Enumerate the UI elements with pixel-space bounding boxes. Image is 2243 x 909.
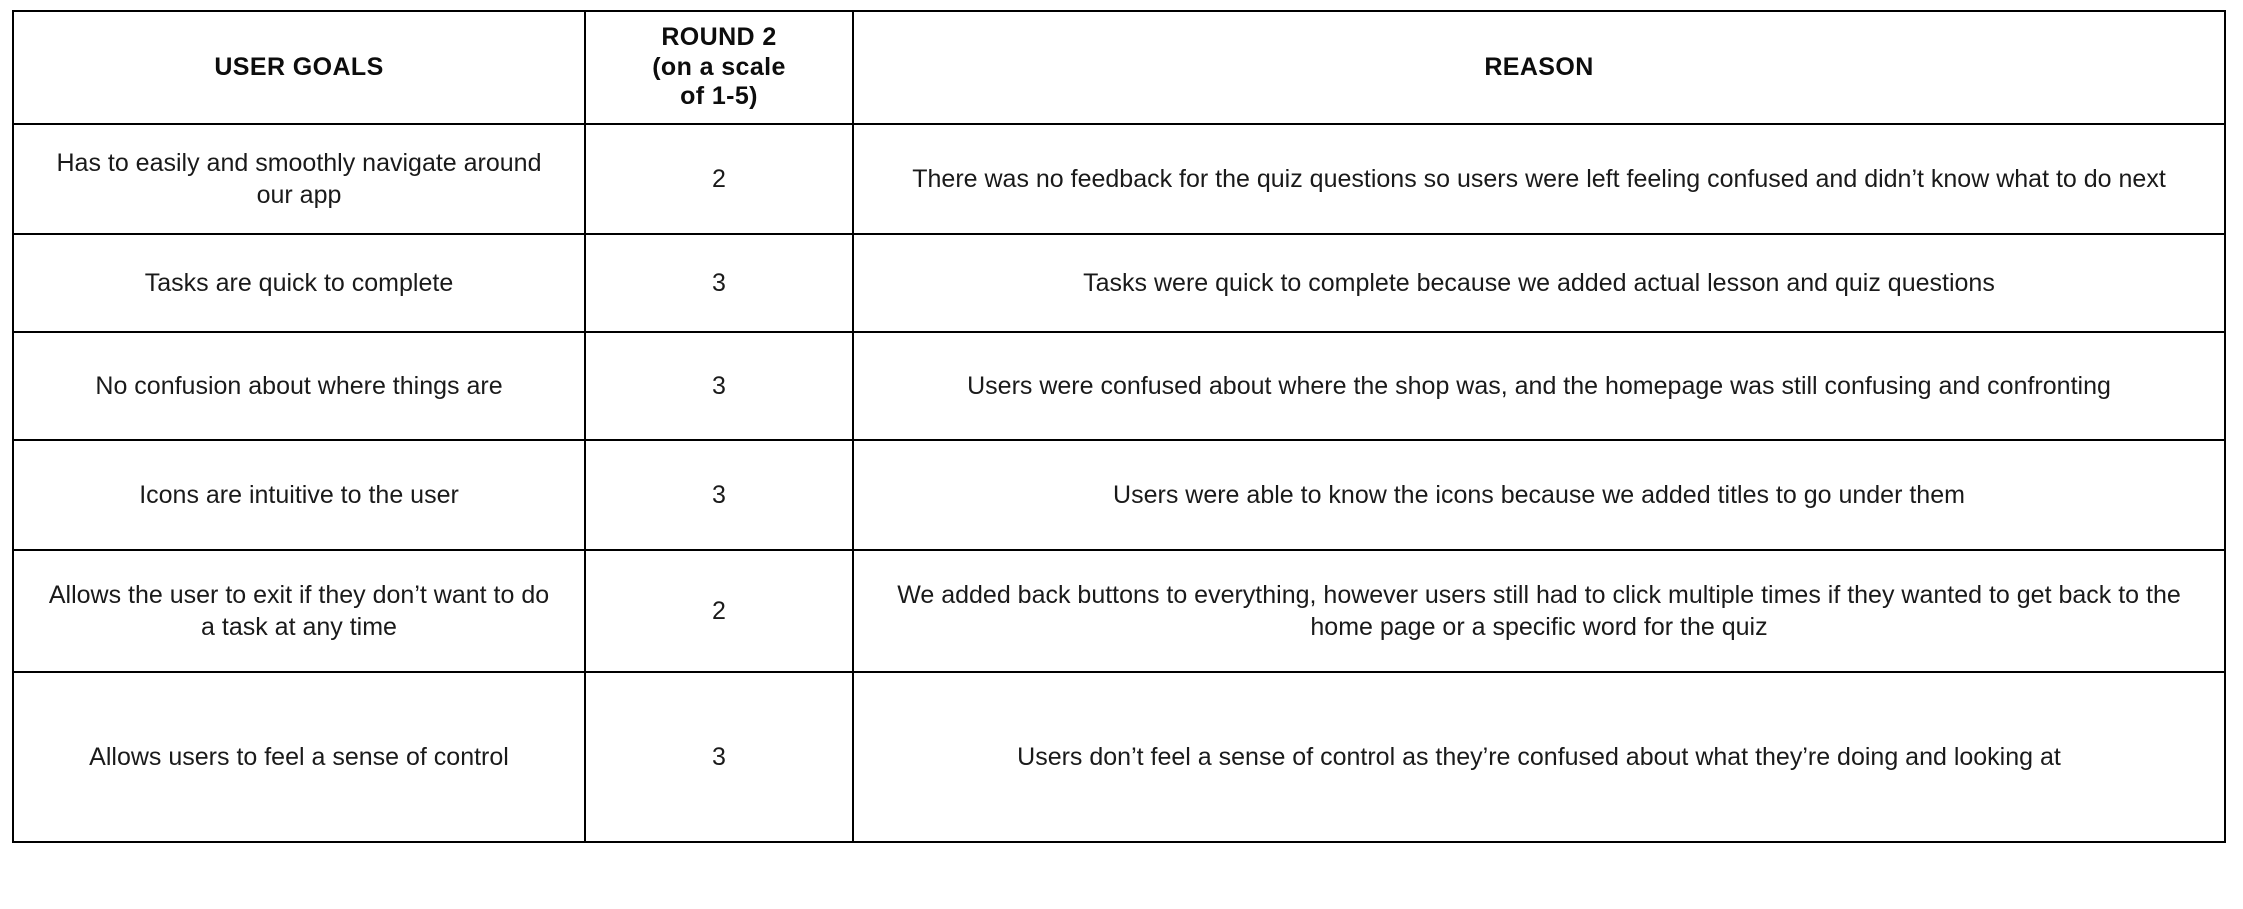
header-row: USER GOALS ROUND 2 (on a scale of 1-5) R… [12, 10, 2226, 125]
cell-reason: We added back buttons to everything, how… [852, 549, 2226, 673]
table-body: Has to easily and smoothly navigate arou… [12, 123, 2226, 843]
column-header-round-2-label: ROUND 2 [661, 23, 777, 52]
user-goals-evaluation-table: USER GOALS ROUND 2 (on a scale of 1-5) R… [12, 10, 2226, 843]
cell-reason: There was no feedback for the quiz quest… [852, 123, 2226, 235]
table-row: No confusion about where things are 3 Us… [12, 331, 2226, 441]
cell-user-goal: Tasks are quick to complete [12, 233, 586, 333]
table-row: Tasks are quick to complete 3 Tasks were… [12, 233, 2226, 333]
column-header-round-2: ROUND 2 (on a scale of 1-5) [584, 10, 854, 125]
table-row: Allows the user to exit if they don’t wa… [12, 549, 2226, 673]
cell-round-2-score: 2 [584, 549, 854, 673]
column-header-user-goals-label: USER GOALS [214, 52, 384, 81]
column-header-reason: REASON [852, 10, 2226, 125]
cell-round-2-score: 3 [584, 331, 854, 441]
cell-user-goal: Allows users to feel a sense of control [12, 671, 586, 843]
cell-reason: Users were confused about where the shop… [852, 331, 2226, 441]
cell-user-goal: Icons are intuitive to the user [12, 439, 586, 551]
column-header-user-goals: USER GOALS [12, 10, 586, 125]
cell-round-2-score: 3 [584, 671, 854, 843]
column-header-round-2-scale-line2: of 1-5) [680, 82, 758, 111]
cell-user-goal: Allows the user to exit if they don’t wa… [12, 549, 586, 673]
table-row: Has to easily and smoothly navigate arou… [12, 123, 2226, 235]
cell-reason: Users were able to know the icons becaus… [852, 439, 2226, 551]
cell-reason: Users don’t feel a sense of control as t… [852, 671, 2226, 843]
cell-reason: Tasks were quick to complete because we … [852, 233, 2226, 333]
column-header-round-2-scale-line1: (on a scale [652, 52, 786, 81]
cell-user-goal: Has to easily and smoothly navigate arou… [12, 123, 586, 235]
column-header-reason-label: REASON [1484, 52, 1594, 81]
cell-round-2-score: 2 [584, 123, 854, 235]
table-header: USER GOALS ROUND 2 (on a scale of 1-5) R… [12, 10, 2226, 125]
table-row: Allows users to feel a sense of control … [12, 671, 2226, 843]
cell-round-2-score: 3 [584, 439, 854, 551]
table-row: Icons are intuitive to the user 3 Users … [12, 439, 2226, 551]
cell-user-goal: No confusion about where things are [12, 331, 586, 441]
cell-round-2-score: 3 [584, 233, 854, 333]
